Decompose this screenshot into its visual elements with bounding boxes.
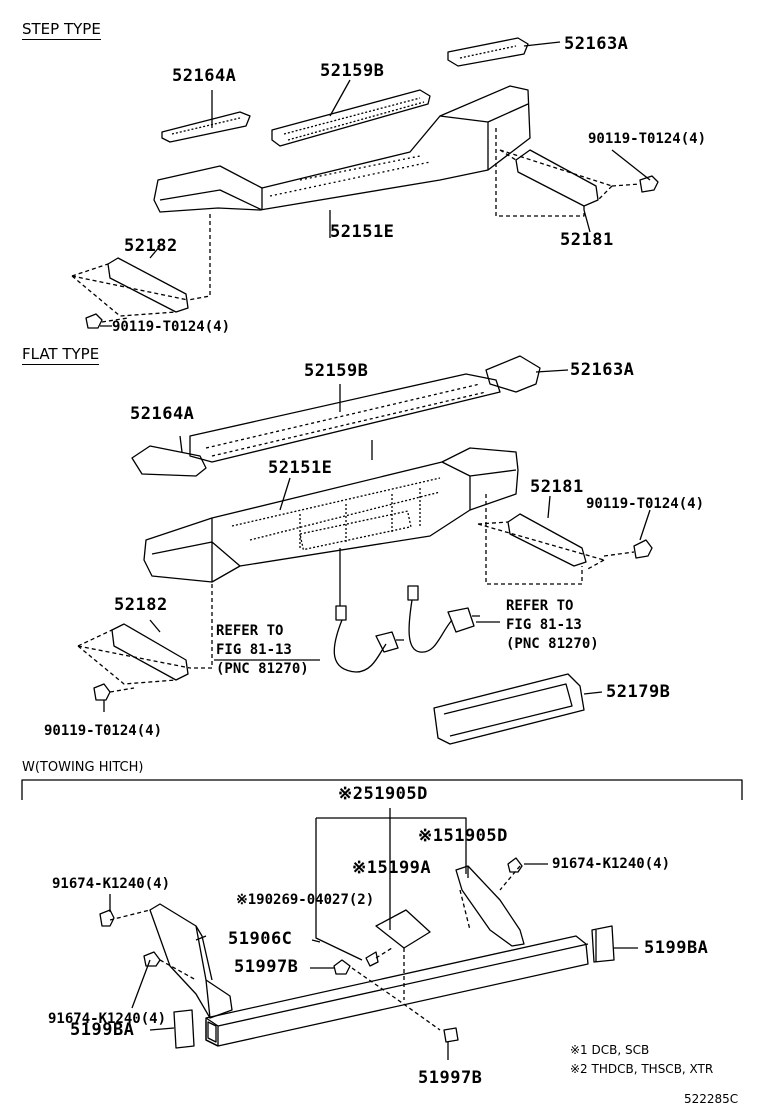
part-label-flat-52179b: 52179B	[606, 682, 671, 702]
step-bumper-illustration	[71, 37, 659, 329]
part-label-hitch-51906c: 51906C	[228, 929, 293, 949]
part-label-hitch-91674-right: 91674-K1240(4)	[552, 856, 671, 872]
hitch-bolt-bottomleft	[143, 951, 161, 967]
part-label-step-52181: 52181	[560, 230, 614, 250]
hitch-bolt-right	[507, 857, 523, 873]
step-pad-52164a	[161, 111, 251, 143]
part-label-hitch-5199ba-left: 5199BA	[70, 1020, 135, 1040]
bracket-52182	[107, 257, 189, 313]
wire-harness-left	[333, 548, 404, 673]
hitch-bracket-left	[149, 903, 233, 1019]
hitch-pin-bottom	[443, 1027, 459, 1043]
flat-pad-52159b	[189, 373, 501, 463]
part-label-hitch-90269: ※190269-04027(2)	[236, 892, 375, 908]
part-label-hitch-5199ba-right: 5199BA	[644, 938, 709, 958]
hitch-cap-left	[173, 1009, 195, 1049]
part-label-hitch-51997b-mid: 51997B	[234, 957, 299, 977]
hitch-cap-right	[591, 925, 615, 963]
bracket-52181	[515, 149, 599, 207]
part-label-flat-52163a: 52163A	[570, 360, 635, 380]
section-title-towing-hitch: W(TOWING HITCH)	[22, 760, 144, 775]
step-pad-52159b	[271, 89, 431, 147]
flat-bumper-illustration	[77, 355, 653, 745]
bracket-52181-flat	[507, 513, 587, 567]
bracket-52182-flat	[111, 623, 189, 681]
wire-harness-right	[407, 585, 480, 653]
hitch-pin-mid	[333, 959, 351, 975]
part-label-hitch-5199a: ※15199A	[352, 858, 432, 878]
part-label-step-90119-left: 90119-T0124(4)	[112, 319, 231, 335]
hitch-bolt-topleft	[99, 909, 115, 927]
part-label-flat-90119-right: 90119-T0124(4)	[586, 496, 705, 512]
hitch-bracket-line	[21, 779, 743, 800]
bolt-right-flat	[633, 539, 653, 559]
hitch-clip	[365, 951, 379, 967]
hitch-receiver-tube	[205, 935, 589, 1047]
part-label-flat-52151e: 52151E	[268, 458, 333, 478]
section-title-flat-type: FLAT TYPE	[22, 345, 100, 365]
part-label-step-52163a: 52163A	[564, 34, 629, 54]
license-plate-52179b	[433, 673, 585, 745]
part-label-hitch-51905d-2: ※251905D	[338, 784, 428, 804]
step-bumper-52151e	[153, 85, 531, 213]
footnote-2: ※2 THDCB, THSCB, XTR	[570, 1062, 714, 1076]
diagram-id: 522285C	[684, 1092, 739, 1106]
part-label-step-90119-right: 90119-T0124(4)	[588, 131, 707, 147]
footnote-1: ※1 DCB, SCB	[570, 1043, 650, 1057]
step-pad-52163a	[447, 37, 529, 67]
bolt-left-flat	[93, 683, 111, 701]
refer-note-right: REFER TO FIG 81-13 (PNC 81270)	[506, 598, 599, 652]
flat-cap-52163a	[485, 355, 541, 393]
flat-cap-52164a	[131, 445, 207, 477]
section-title-step-type: STEP TYPE	[22, 20, 101, 40]
hitch-plate-5199a	[375, 909, 431, 949]
part-label-flat-52182: 52182	[114, 595, 168, 615]
part-label-hitch-91674-topleft: 91674-K1240(4)	[52, 876, 171, 892]
hitch-illustration	[21, 779, 743, 1060]
part-label-step-52159b: 52159B	[320, 61, 385, 81]
part-label-hitch-51997b-bottom: 51997B	[418, 1068, 483, 1088]
part-label-hitch-51905d-1: ※151905D	[418, 826, 508, 846]
refer-note-left: REFER TO FIG 81-13 (PNC 81270)	[216, 623, 309, 677]
part-label-step-52164a: 52164A	[172, 66, 237, 86]
bolt-right-step	[639, 175, 659, 193]
part-label-step-52151e: 52151E	[330, 222, 395, 242]
part-label-step-52182: 52182	[124, 236, 178, 256]
part-label-flat-52159b: 52159B	[304, 361, 369, 381]
part-label-flat-52164a: 52164A	[130, 404, 195, 424]
part-label-flat-90119-left: 90119-T0124(4)	[44, 723, 163, 739]
flat-bumper-52151e	[143, 447, 519, 583]
hitch-bracket-right	[455, 865, 525, 947]
part-label-hitch-91674-bottomleft: 91674-K1240(4)	[48, 1011, 167, 1027]
part-label-flat-52181: 52181	[530, 477, 584, 497]
bolt-left-step	[85, 313, 103, 329]
